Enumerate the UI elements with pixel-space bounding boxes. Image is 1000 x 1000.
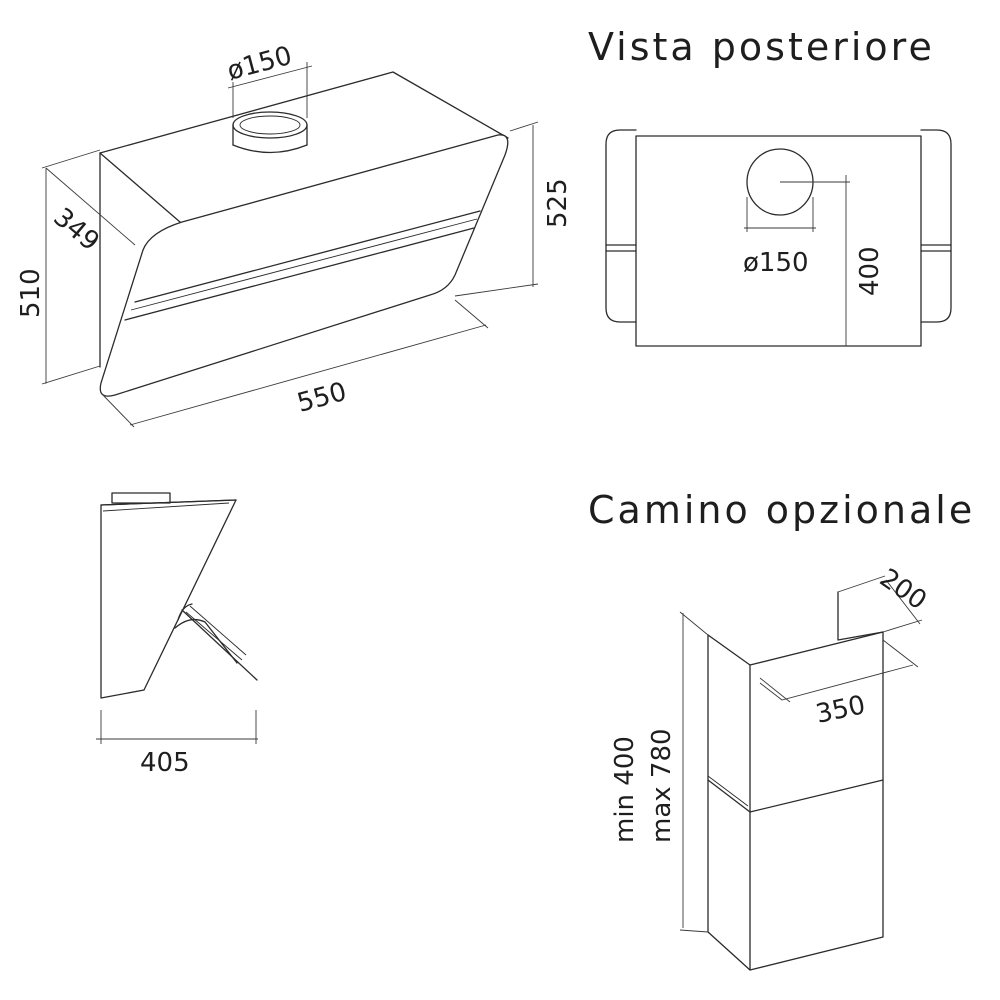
chimney-height-max-label: max 780 xyxy=(647,728,677,843)
front-height-left-label: 510 xyxy=(16,268,46,318)
front-height-right-label: 525 xyxy=(543,178,573,228)
chimney-title: Camino opzionale xyxy=(588,488,975,532)
front-width-label: 550 xyxy=(294,377,350,419)
rear-view: Vista posteriore ø150 400 xyxy=(588,25,952,347)
rear-duct-diameter-label: ø150 xyxy=(743,248,809,278)
chimney-height-min-label: min 400 xyxy=(610,736,640,843)
side-depth-label: 405 xyxy=(140,748,190,778)
front-depth-label: 349 xyxy=(48,202,105,257)
rear-duct-height-label: 400 xyxy=(855,246,885,296)
side-view: 405 xyxy=(96,492,258,778)
chimney-depth-label: 200 xyxy=(874,563,932,616)
chimney-width-label: 350 xyxy=(813,690,868,730)
chimney-view: Camino opzionale 200 350 min 400 max 780 xyxy=(588,488,975,971)
rear-view-title: Vista posteriore xyxy=(588,25,935,69)
front-view: ø150 510 349 525 550 xyxy=(16,41,573,428)
